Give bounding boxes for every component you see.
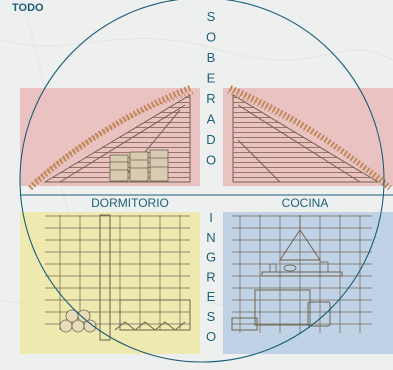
vertical-letter: A — [207, 112, 216, 127]
vertical-letter: D — [206, 132, 215, 147]
vertical-letter: R — [206, 91, 215, 106]
vertical-letter: S — [207, 9, 216, 24]
roof-right-illustration — [227, 85, 392, 191]
stacked-blocks — [109, 149, 169, 182]
vertical-letter: E — [207, 289, 216, 304]
vertical-letter: I — [209, 210, 213, 225]
log-pile — [59, 309, 97, 333]
vertical-letter: O — [206, 30, 216, 45]
corner-label-todo: TODO — [12, 2, 44, 14]
vertical-letter: O — [206, 329, 216, 344]
bedroom-illustration — [45, 214, 191, 341]
vertical-letter: O — [206, 153, 216, 168]
kitchen-illustration — [231, 215, 372, 333]
vertical-letter: R — [206, 269, 215, 284]
vertical-letter: N — [206, 230, 215, 245]
vertical-letter: G — [206, 250, 216, 265]
vertical-letter: E — [207, 71, 216, 86]
roof-left-illustration — [27, 85, 196, 191]
outer-circle — [19, 0, 385, 363]
label-dormitorio: DORMITORIO — [91, 196, 169, 210]
label-cocina: COCINA — [282, 196, 329, 210]
vertical-letter: S — [207, 309, 216, 324]
vertical-letter: B — [207, 50, 216, 65]
